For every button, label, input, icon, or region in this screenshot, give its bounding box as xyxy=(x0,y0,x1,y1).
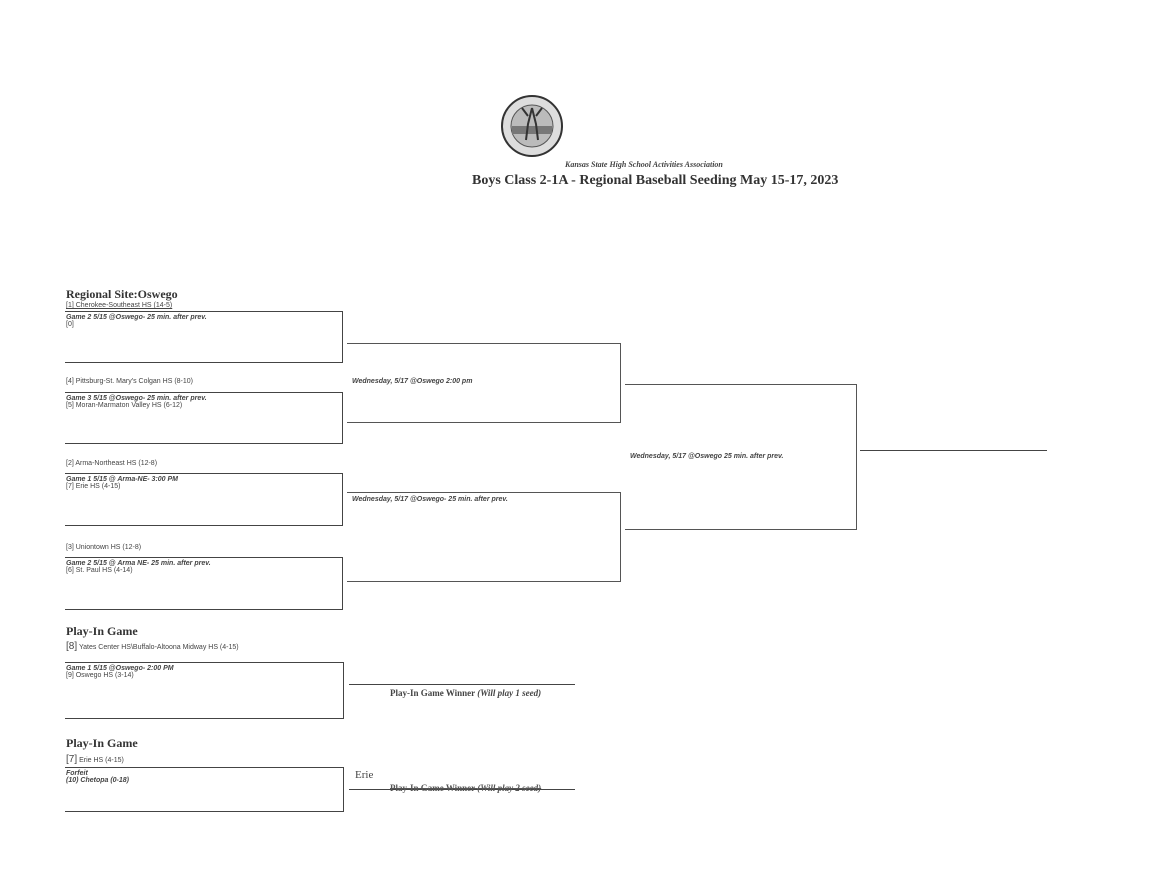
final-info: Wednesday, 5/17 @Oswego 25 min. after pr… xyxy=(630,453,784,460)
seed: [7] xyxy=(66,754,78,765)
semifinal-bracket xyxy=(347,343,621,423)
final-bracket xyxy=(625,384,857,530)
winner-label-struck: Play-In Game Winner (Will play 2 seed) xyxy=(390,783,542,793)
semifinal-info: Wednesday, 5/17 @Oswego- 25 min. after p… xyxy=(352,496,508,503)
game-info: Forfeit xyxy=(66,770,88,777)
team-top: [4] Pittsburg-St. Mary's Colgan HS (8-10… xyxy=(66,378,193,385)
semifinal-info: Wednesday, 5/17 @Oswego 2:00 pm xyxy=(352,378,473,385)
team-bottom: [7] Erie HS (4-15) xyxy=(66,483,121,490)
game-info: Game 2 5/15 @Oswego- 25 min. after prev. xyxy=(66,314,207,321)
game-info: Game 1 5/15 @ Arma-NE- 3:00 PM xyxy=(66,476,178,483)
game-box: Game 1 5/15 @ Arma-NE- 3:00 PM [7] Erie … xyxy=(65,473,343,526)
playin-heading: Play-In Game xyxy=(66,624,138,638)
page-title: Boys Class 2-1A - Regional Baseball Seed… xyxy=(472,173,839,188)
team-top: Yates Center HS\Buffalo-Altoona Midway H… xyxy=(78,644,239,651)
game-box: Game 2 5/15 @Oswego- 25 min. after prev.… xyxy=(65,311,343,363)
team-top: [1] Cherokee-Southeast HS (14-5) xyxy=(66,302,173,309)
team-top: [2] Arma-Northeast HS (12-8) xyxy=(66,460,158,467)
game-info: Game 1 5/15 @Oswego- 2:00 PM xyxy=(66,665,174,672)
game-info: Game 3 5/15 @Oswego- 25 min. after prev. xyxy=(66,395,207,402)
game-info: Game 2 5/15 @ Arma NE- 25 min. after pre… xyxy=(66,560,211,567)
khsaa-seal-logo xyxy=(501,95,563,157)
winner-line xyxy=(349,789,575,790)
team-bottom: [0] xyxy=(66,321,74,328)
regional-site-heading: Regional Site:Oswego xyxy=(66,287,178,301)
handwritten-winner: Erie xyxy=(355,769,374,781)
team-bottom: [9] Oswego HS (3-14) xyxy=(66,672,134,679)
playin-heading: Play-In Game xyxy=(66,736,138,750)
team-top: [3] Uniontown HS (12-8) xyxy=(66,544,142,551)
winner-label: Play-In Game Winner (Will play 1 seed) xyxy=(390,688,542,698)
seed: [8] xyxy=(66,641,78,652)
game-box: Game 2 5/15 @ Arma NE- 25 min. after pre… xyxy=(65,557,343,610)
team-bottom: [6] St. Paul HS (4-14) xyxy=(66,567,133,574)
game-box: Forfeit (10) Chetopa (0-18) xyxy=(65,767,344,812)
team-bottom: [5] Moran-Marmaton Valley HS (6-12) xyxy=(66,402,183,409)
team-top: Erie HS (4-15) xyxy=(79,757,124,764)
team-bottom: (10) Chetopa (0-18) xyxy=(66,777,130,784)
semifinal-bracket xyxy=(347,492,621,582)
game-box: Game 3 5/15 @Oswego- 25 min. after prev.… xyxy=(65,392,343,444)
winner-line xyxy=(349,684,575,685)
org-name: Kansas State High School Activities Asso… xyxy=(565,160,723,169)
game-box: Game 1 5/15 @Oswego- 2:00 PM [9] Oswego … xyxy=(65,662,344,719)
champion-line xyxy=(860,450,1047,451)
